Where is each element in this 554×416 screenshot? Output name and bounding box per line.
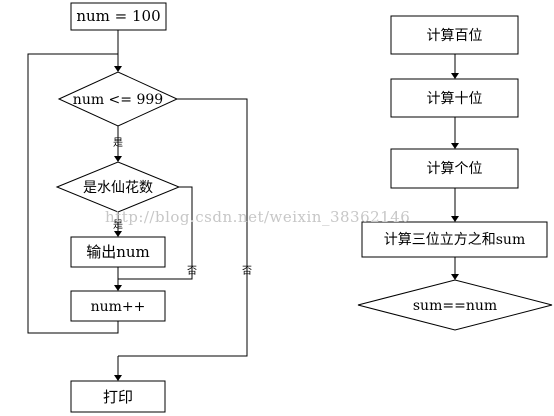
step-hundreds-box — [390, 15, 519, 55]
loop-back-line — [27, 53, 119, 334]
narcissistic-check-text: 是水仙花数 — [83, 180, 153, 196]
increment-text: num++ — [91, 299, 146, 315]
print-box — [70, 380, 166, 413]
output-box — [70, 236, 166, 268]
no-label-1: 否 — [187, 265, 197, 277]
step-tens-text: 计算十位 — [427, 91, 483, 107]
step-ones-text: 计算个位 — [427, 161, 483, 177]
init-text: num = 100 — [76, 7, 160, 25]
step-hundreds-text: 计算百位 — [427, 28, 483, 44]
step-cube-sum-box — [361, 221, 548, 258]
output-text: 输出num — [86, 243, 150, 261]
sum-condition-text: sum==num — [413, 298, 497, 314]
watermark-text: http://blog.csdn.net/weixin_38362146 — [105, 208, 410, 226]
step-cube-sum-text: 计算三位立方之和sum — [384, 232, 525, 248]
no-branch-line-outer — [118, 98, 248, 357]
step-ones-box — [390, 148, 519, 189]
sum-condition-diamond — [357, 279, 553, 331]
condition-text: num <= 999 — [73, 92, 163, 108]
no-branch-line-inner — [118, 186, 193, 280]
print-text: 打印 — [103, 388, 133, 406]
init-box — [70, 2, 167, 31]
no-label-2: 否 — [242, 265, 252, 277]
increment-box — [70, 290, 166, 322]
